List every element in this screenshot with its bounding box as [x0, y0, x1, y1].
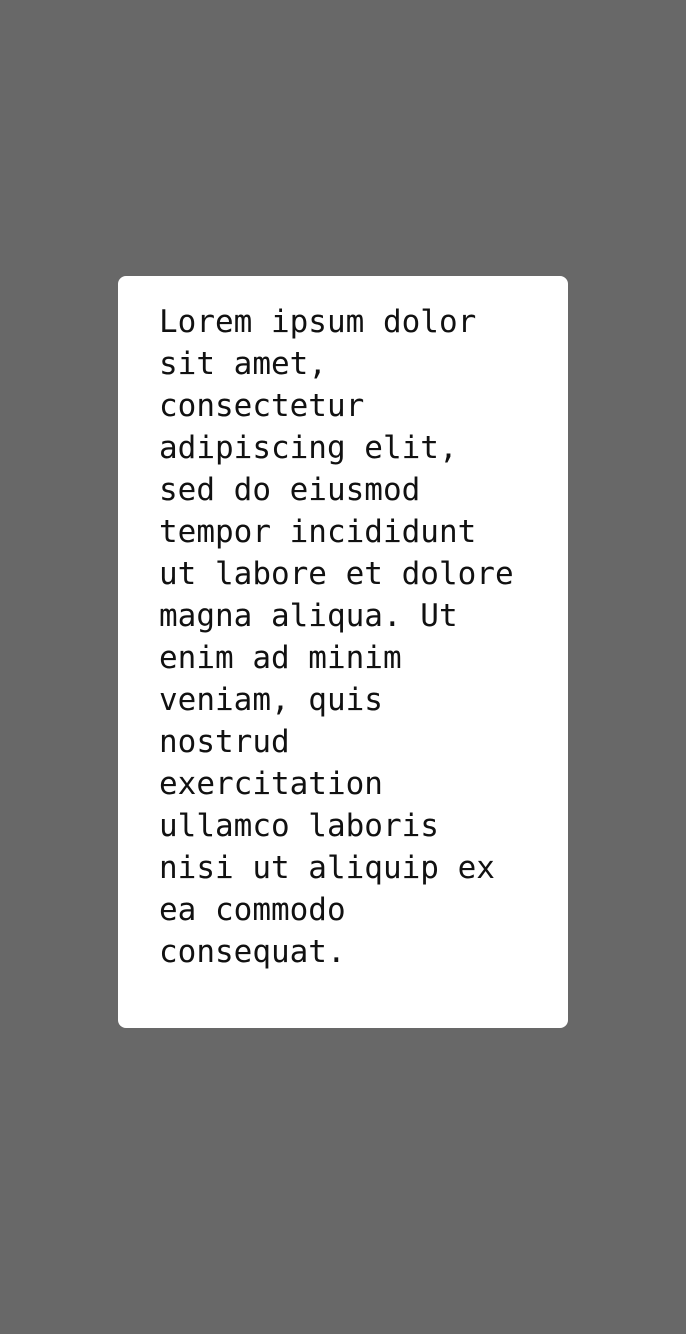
message-dialog: Lorem ipsum dolor sit amet, consectetur …: [118, 276, 568, 1028]
dialog-message-text: Lorem ipsum dolor sit amet, consectetur …: [159, 304, 514, 970]
